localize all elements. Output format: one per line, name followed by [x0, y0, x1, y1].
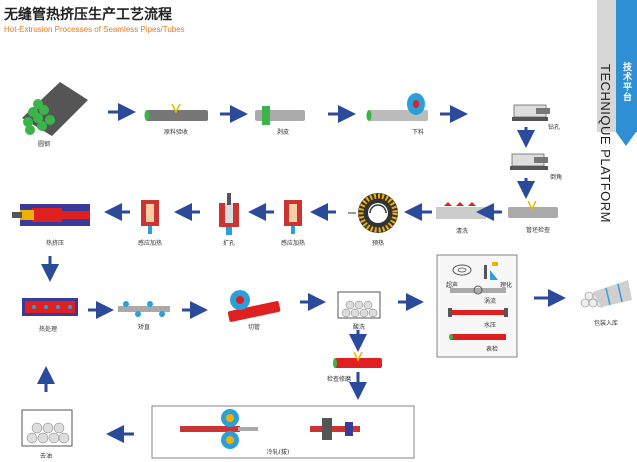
- heat-treatment-furnace-icon: [22, 298, 78, 316]
- label-preheat: 预热: [371, 240, 385, 247]
- ndt-box: [436, 254, 518, 358]
- label-cutting: 下料: [411, 129, 425, 136]
- surface-check-icon: [449, 334, 506, 340]
- pickling-tank-icon: [337, 291, 381, 319]
- eddy-probe-icon: [450, 285, 506, 295]
- label-pickling: 酸洗: [352, 324, 366, 331]
- sidebar-tag: 技术平台: [621, 62, 631, 102]
- induction-coil-1-icon: [284, 200, 302, 234]
- sidebar-tab: [616, 0, 637, 132]
- label-raw-inspection: 原料验收: [163, 129, 189, 136]
- label-cut-tube: 切管: [247, 324, 261, 331]
- ultrasonic-icon: [452, 264, 472, 276]
- label-eddy: 涡流: [483, 298, 497, 305]
- label-straightening: 矫直: [137, 324, 151, 331]
- label-hot-extrusion: 热挤压: [45, 240, 65, 247]
- sidebar-panel: [597, 0, 616, 132]
- cutting-disc-icon: [366, 93, 428, 121]
- cold-draw-die-icon: [310, 418, 360, 440]
- page-title: 无缝管热挤压生产工艺流程: [4, 7, 172, 23]
- label-ultrasonic: 超声: [445, 282, 459, 289]
- chamfer-machine-icon: [510, 153, 548, 170]
- label-drilling: 钻孔: [547, 124, 561, 131]
- label-cleaning: 清洗: [455, 228, 469, 235]
- label-round-steel: 圆钢: [37, 141, 51, 148]
- label-billet-inspection: 管坯检查: [525, 227, 551, 234]
- label-inspect-grind: 检查修磨: [326, 376, 352, 383]
- preheat-ring-icon: [348, 193, 398, 233]
- billet-icon: [508, 200, 558, 218]
- extrusion-press-icon: [12, 204, 90, 226]
- label-induction-heat-1: 感应加热: [280, 240, 306, 247]
- induction-coil-2-icon: [141, 200, 159, 234]
- label-heat-treatment: 热处理: [38, 326, 58, 333]
- cleaning-tank-icon: [436, 202, 486, 219]
- label-physchem: 理化: [499, 282, 513, 289]
- label-hydro: 水压: [483, 322, 497, 329]
- straightener-icon: [118, 301, 170, 317]
- label-reaming: 扩孔: [222, 240, 236, 247]
- drilling-machine-icon: [512, 104, 550, 121]
- label-packing: 包装入库: [593, 320, 619, 327]
- packed-bundle-icon: [580, 280, 632, 308]
- physchem-icon: [484, 262, 498, 280]
- label-surface: 表检: [485, 346, 499, 353]
- tube-cutter-icon: [227, 290, 281, 322]
- label-degrease: 去油: [39, 453, 53, 460]
- label-chamfer: 倒角: [549, 174, 563, 181]
- cold-roll-mill-icon: [180, 409, 258, 449]
- sidebar-tab-tip: [616, 132, 636, 146]
- sidebar-english: TECHNIQUE PLATFORM: [598, 64, 613, 223]
- label-induction-heat-2: 感应加热: [137, 240, 163, 247]
- label-peeling: 剥皮: [276, 129, 290, 136]
- peeled-bar-icon: [255, 106, 305, 125]
- hydro-test-icon: [448, 308, 508, 317]
- raw-bar-icon: [144, 103, 208, 121]
- label-cold-rolling: 冷轧(拔): [266, 449, 290, 456]
- reaming-press-icon: [219, 193, 239, 235]
- page-subtitle: Hot-Extrusion Processes of Seamless Pipe…: [4, 25, 185, 34]
- degrease-tank-icon: [21, 409, 73, 447]
- inspect-grind-icon: [333, 351, 382, 368]
- round-steel-bundle-icon: [22, 82, 88, 136]
